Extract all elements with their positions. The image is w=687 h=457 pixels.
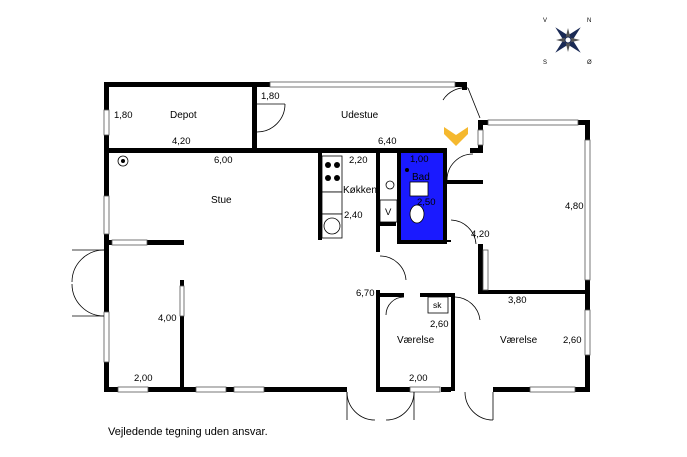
- room-kokken: Køkken: [343, 185, 377, 196]
- dim-kitchen-depth: 2,40: [344, 210, 363, 221]
- dim-entrance-width: 2,00: [134, 373, 153, 384]
- compass-n: N: [587, 18, 591, 24]
- dim-bedroom-right-depth: 2,60: [563, 335, 582, 346]
- dim-bedroom-right-width: 3,80: [508, 295, 527, 306]
- room-stue: Stue: [211, 195, 232, 206]
- compass-o: Ø: [587, 60, 592, 66]
- doors: [71, 87, 494, 421]
- room-bad: Bad: [412, 172, 430, 183]
- compass-v: V: [543, 18, 547, 24]
- dim-kitchen-width: 2,20: [349, 155, 368, 166]
- fixtures: [117, 155, 449, 314]
- dim-udestue-width: 6,40: [378, 136, 397, 147]
- room-udestue: Udestue: [341, 110, 379, 121]
- dim-bedroom-right-height: 4,80: [565, 201, 584, 212]
- dim-hall-width: 4,20: [471, 229, 490, 240]
- dim-closet-width: 2,60: [430, 319, 449, 330]
- entrance-marker-icon: [444, 127, 468, 146]
- bathroom-fill: [401, 152, 443, 241]
- dim-depot-width: 4,20: [172, 136, 191, 147]
- windows: [103, 81, 591, 393]
- dim-bath-depth: 2,50: [417, 197, 436, 208]
- washer-v: V: [385, 207, 392, 218]
- dim-bath-width: 1,00: [410, 154, 429, 165]
- room-depot: Depot: [170, 110, 197, 121]
- dim-stue-depth: 6,70: [356, 288, 375, 299]
- dim-stue-width: 6,00: [214, 155, 233, 166]
- disclaimer-text: Vejledende tegning uden ansvar.: [108, 426, 268, 438]
- dim-entrance-depth: 4,00: [158, 313, 177, 324]
- dim-udestue-height: 1,80: [261, 91, 280, 102]
- dim-depot-height: 1,80: [114, 110, 133, 121]
- room-vaerelse-1: Værelse: [397, 335, 435, 346]
- compass-rose-icon: [555, 27, 581, 53]
- dim-bedroom-left-width: 2,00: [409, 373, 428, 384]
- closet-sk: sk: [433, 300, 442, 310]
- compass-s: S: [543, 60, 547, 66]
- room-vaerelse-2: Værelse: [500, 335, 538, 346]
